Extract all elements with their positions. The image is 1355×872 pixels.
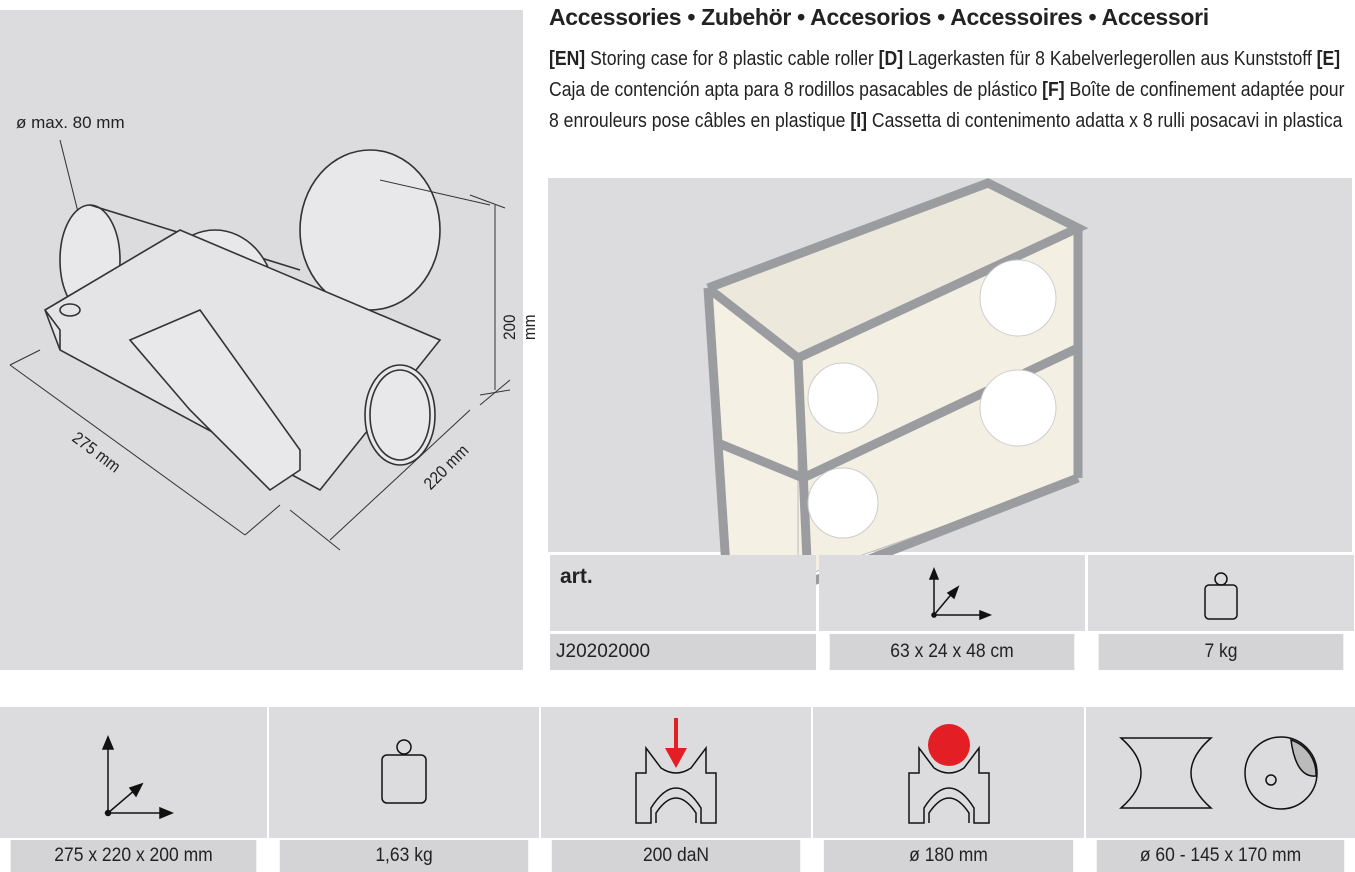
dimensions-icon — [101, 734, 174, 819]
storage-rack-image — [703, 178, 1089, 603]
spec-load-value: 200 daN — [551, 840, 801, 872]
storage-case-photo — [548, 178, 1352, 603]
weight-cell: 7 kg — [1098, 634, 1344, 670]
diameter-label: ø max. 80 mm — [16, 113, 125, 132]
roller-technical-drawing: ø max. 80 mm 200 mm 275 mm 220 mm — [0, 10, 539, 670]
weight-value: 7 kg — [1204, 641, 1238, 662]
load-icon — [635, 717, 717, 824]
spec-dimensions-value: 275 x 220 x 200 mm — [10, 840, 257, 872]
spec-dimensions-icon-cell — [0, 707, 267, 838]
spec-diameter-value: ø 180 mm — [823, 840, 1074, 872]
dimensions-cell: 63 x 24 x 48 cm — [829, 634, 1075, 670]
weight-icon — [381, 738, 427, 804]
page-title: Accessories • Zubehör • Accesorios • Acc… — [549, 4, 1209, 30]
spec-load-icon-cell — [541, 707, 811, 838]
height-label: 200 mm — [500, 314, 539, 340]
cable-roller-line-drawing — [9, 139, 511, 551]
dimensions-icon — [928, 567, 993, 621]
weight-icon — [1204, 572, 1238, 620]
roller-size-icon — [1118, 735, 1318, 810]
art-header-cell: art. — [550, 555, 816, 631]
weight-header-cell — [1088, 555, 1354, 631]
spec-weight-icon-cell — [269, 707, 539, 838]
dimensions-header-cell — [819, 555, 1085, 631]
product-description: [EN] Storing case for 8 plastic cable ro… — [549, 48, 1345, 132]
dimensions-value: 63 x 24 x 48 cm — [890, 641, 1014, 662]
spec-weight-value: 1,63 kg — [279, 840, 529, 872]
spec-diameter-icon-cell — [813, 707, 1084, 838]
spec-roller-icon-cell — [1086, 707, 1355, 838]
spec-roller-size-value: ø 60 - 145 x 170 mm — [1096, 840, 1345, 872]
art-number-cell: J20202000 — [550, 634, 816, 670]
art-header: art. — [560, 565, 593, 588]
art-number: J20202000 — [556, 641, 651, 662]
cable-diameter-icon — [907, 723, 990, 824]
